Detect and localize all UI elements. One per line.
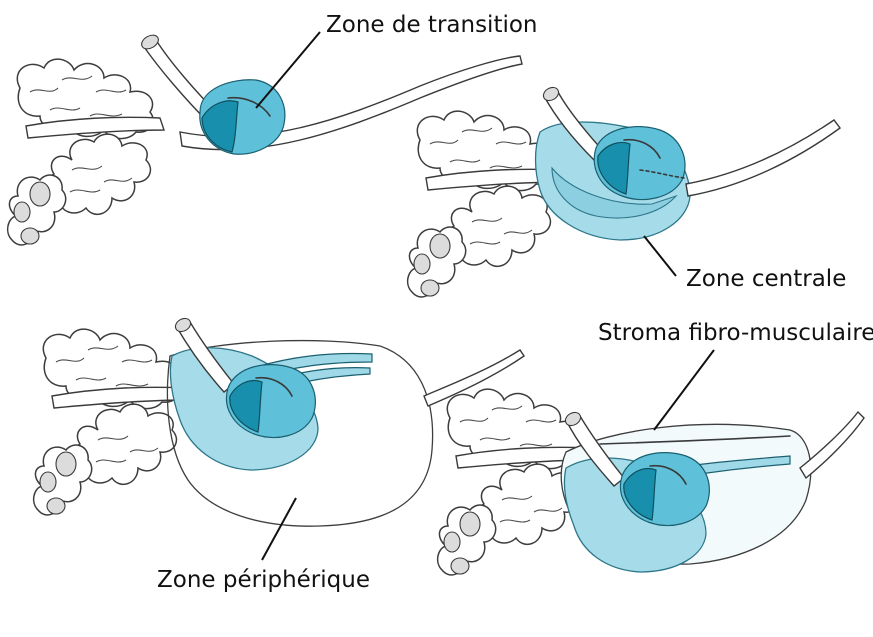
leader-fibromuscular-stroma bbox=[654, 350, 714, 430]
leader-transition-zone bbox=[256, 32, 320, 108]
label-transition-zone: Zone de transition bbox=[326, 12, 538, 38]
panel-fibromuscular-stroma bbox=[438, 389, 864, 575]
label-peripheral-zone: Zone périphérique bbox=[157, 567, 370, 593]
label-central-zone: Zone centrale bbox=[686, 266, 846, 292]
leader-central-zone bbox=[644, 236, 676, 276]
label-fibromuscular-stroma: Stroma fibro-musculaire bbox=[598, 320, 873, 346]
leader-peripheral-zone bbox=[262, 498, 296, 560]
